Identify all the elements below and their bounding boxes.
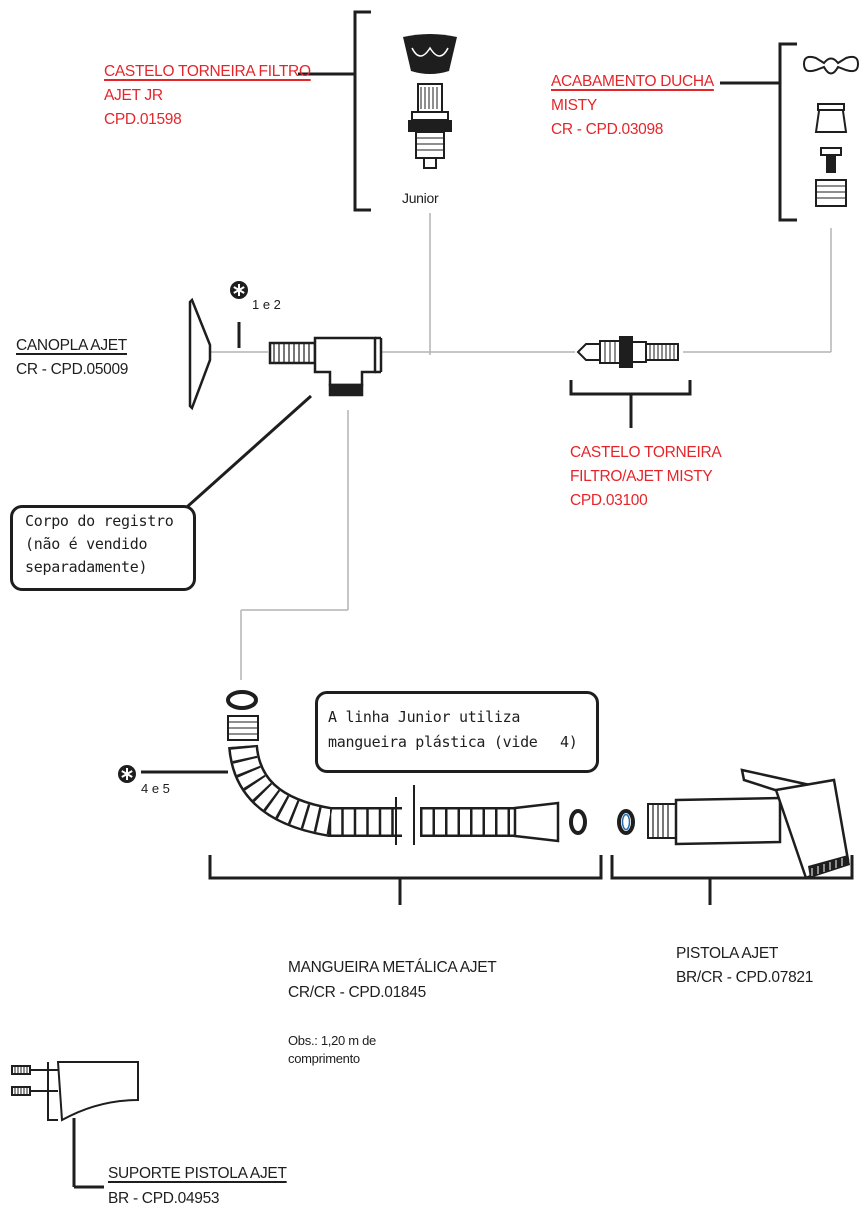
acabamento-misty-label-line1: ACABAMENTO DUCHA [551,70,714,94]
mangueira-obs-line2: comprimento [288,1050,360,1068]
asterisk-marker-2 [118,765,136,783]
junior-callout-line2-end: 4) [560,731,577,754]
mangueira-code: CR/CR - CPD.01845 [288,981,426,1005]
suporte-image [12,1062,138,1120]
acabamento-misty-image [804,57,858,206]
suporte-label: SUPORTE PISTOLA AJET [108,1162,287,1186]
pistola-code: BR/CR - CPD.07821 [676,966,813,990]
castelo-misty-label-line2: FILTRO/AJET MISTY [570,465,712,489]
canopla-image [190,300,210,408]
corpo-callout-line1: Corpo do registro [25,510,173,533]
junior-sublabel: Junior [402,186,438,210]
castelo-junior-label-line1: CASTELO TORNEIRA FILTRO [104,60,311,84]
corpo-callout-line2: (não é vendido [25,533,147,556]
corpo-registro-image [270,338,381,395]
asterisk-marker-1 [230,281,248,299]
junior-callout-line2: mangueira plástica (vide [328,731,538,754]
junior-callout-line1: A linha Junior utiliza [328,706,520,729]
castelo-junior-image [403,34,457,168]
castelo-junior-label-line2: AJET JR [104,84,163,108]
group-brackets [74,12,852,1187]
acabamento-misty-code: CR - CPD.03098 [551,118,663,142]
suporte-code: BR - CPD.04953 [108,1187,219,1211]
mangueira-obs-line1: Obs.: 1,20 m de [288,1032,376,1050]
reference-4e5: 4 e 5 [141,781,170,796]
acabamento-misty-label-line2: MISTY [551,94,597,118]
pistola-image [619,770,850,878]
castelo-misty-image [578,337,678,367]
mangueira-label: MANGUEIRA METÁLICA AJET [288,956,496,980]
reference-1e2: 1 e 2 [252,297,281,312]
castelo-misty-label-line1: CASTELO TORNEIRA [570,441,721,465]
connector-lines [203,213,831,680]
corpo-callout-line3: separadamente) [25,556,147,579]
canopla-label: CANOPLA AJET [16,334,127,358]
castelo-misty-code: CPD.03100 [570,489,647,513]
pistola-label: PISTOLA AJET [676,942,778,966]
castelo-junior-code: CPD.01598 [104,108,181,132]
canopla-code: CR - CPD.05009 [16,358,128,382]
